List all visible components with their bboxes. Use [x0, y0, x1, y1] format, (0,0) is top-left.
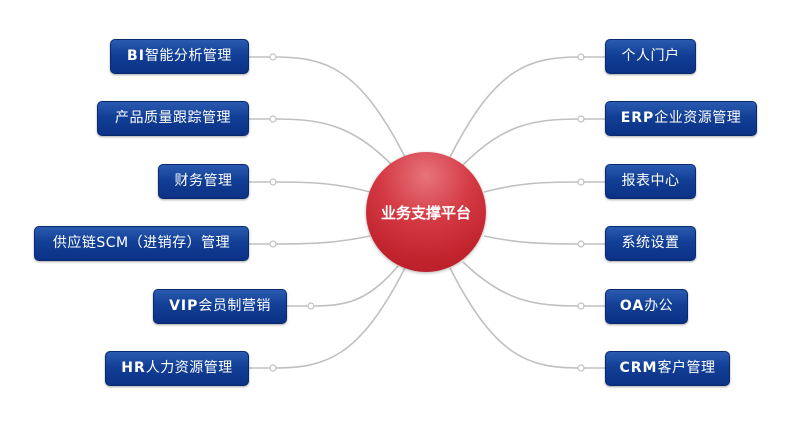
right-connector: [462, 261, 605, 307]
node-quality[interactable]: 产品质量跟踪管理: [97, 101, 249, 136]
left-connector: [249, 181, 371, 193]
node-label: 系统设置: [621, 235, 680, 251]
center-node[interactable]: 业务支撑平台: [366, 152, 486, 272]
node-erp[interactable]: ERP企业资源管理: [605, 101, 757, 136]
left-connector: [287, 265, 399, 307]
node-prefix: OA: [619, 298, 645, 314]
node-crm[interactable]: CRM客户管理: [605, 351, 730, 386]
connector-dot: [307, 302, 315, 310]
node-label: 智能分析管理: [144, 48, 232, 64]
node-label: 产品质量跟踪管理: [115, 110, 231, 126]
node-label: 供应链SCM（进销存）管理: [52, 235, 231, 251]
connector-dot: [269, 53, 277, 61]
node-prefix: BI: [127, 48, 145, 64]
right-connector: [483, 235, 605, 245]
node-label: 企业资源管理: [654, 110, 742, 126]
node-vip[interactable]: VIP会员制营销: [153, 289, 287, 324]
right-connector: [449, 267, 605, 369]
node-prefix: CRM: [619, 360, 658, 376]
node-oa[interactable]: OA办公: [605, 289, 688, 324]
node-label: 办公: [644, 298, 674, 314]
left-connector: [249, 56, 406, 158]
node-label: 个人门户: [621, 48, 680, 64]
connector-dot: [577, 364, 585, 372]
node-reports[interactable]: 报表中心: [605, 164, 696, 199]
center-label: 业务支撑平台: [380, 203, 471, 222]
right-connector: [449, 56, 605, 158]
connector-dot: [269, 178, 277, 186]
node-prefix: VIP: [169, 298, 199, 314]
left-connector: [249, 235, 371, 245]
node-scm[interactable]: 供应链SCM（进销存）管理: [34, 226, 249, 261]
connector-dot: [269, 115, 277, 123]
node-settings[interactable]: 系统设置: [605, 226, 696, 261]
right-connector: [462, 118, 605, 166]
right-connector: [483, 181, 605, 193]
node-label: 客户管理: [657, 360, 716, 376]
node-label: 会员制营销: [198, 298, 271, 314]
connector-dot: [577, 240, 585, 248]
node-label: 报表中心: [621, 173, 680, 189]
connector-dot: [577, 302, 585, 310]
connector-dot: [269, 240, 277, 248]
connector-dot: [269, 364, 277, 372]
node-label: 财务管理: [174, 173, 233, 189]
node-bi[interactable]: BI智能分析管理: [110, 39, 249, 74]
node-portal[interactable]: 个人门户: [605, 39, 696, 74]
connector-dot: [577, 178, 585, 186]
connector-dot: [577, 115, 585, 123]
left-connector: [249, 267, 406, 369]
node-prefix: ERP: [620, 110, 655, 126]
node-hr[interactable]: HR人力资源管理: [105, 351, 249, 386]
node-finance[interactable]: 财务管理: [158, 164, 249, 199]
connector-dot: [577, 53, 585, 61]
node-prefix: HR: [121, 360, 146, 376]
left-connector: [249, 118, 393, 166]
node-label: 人力资源管理: [145, 360, 233, 376]
